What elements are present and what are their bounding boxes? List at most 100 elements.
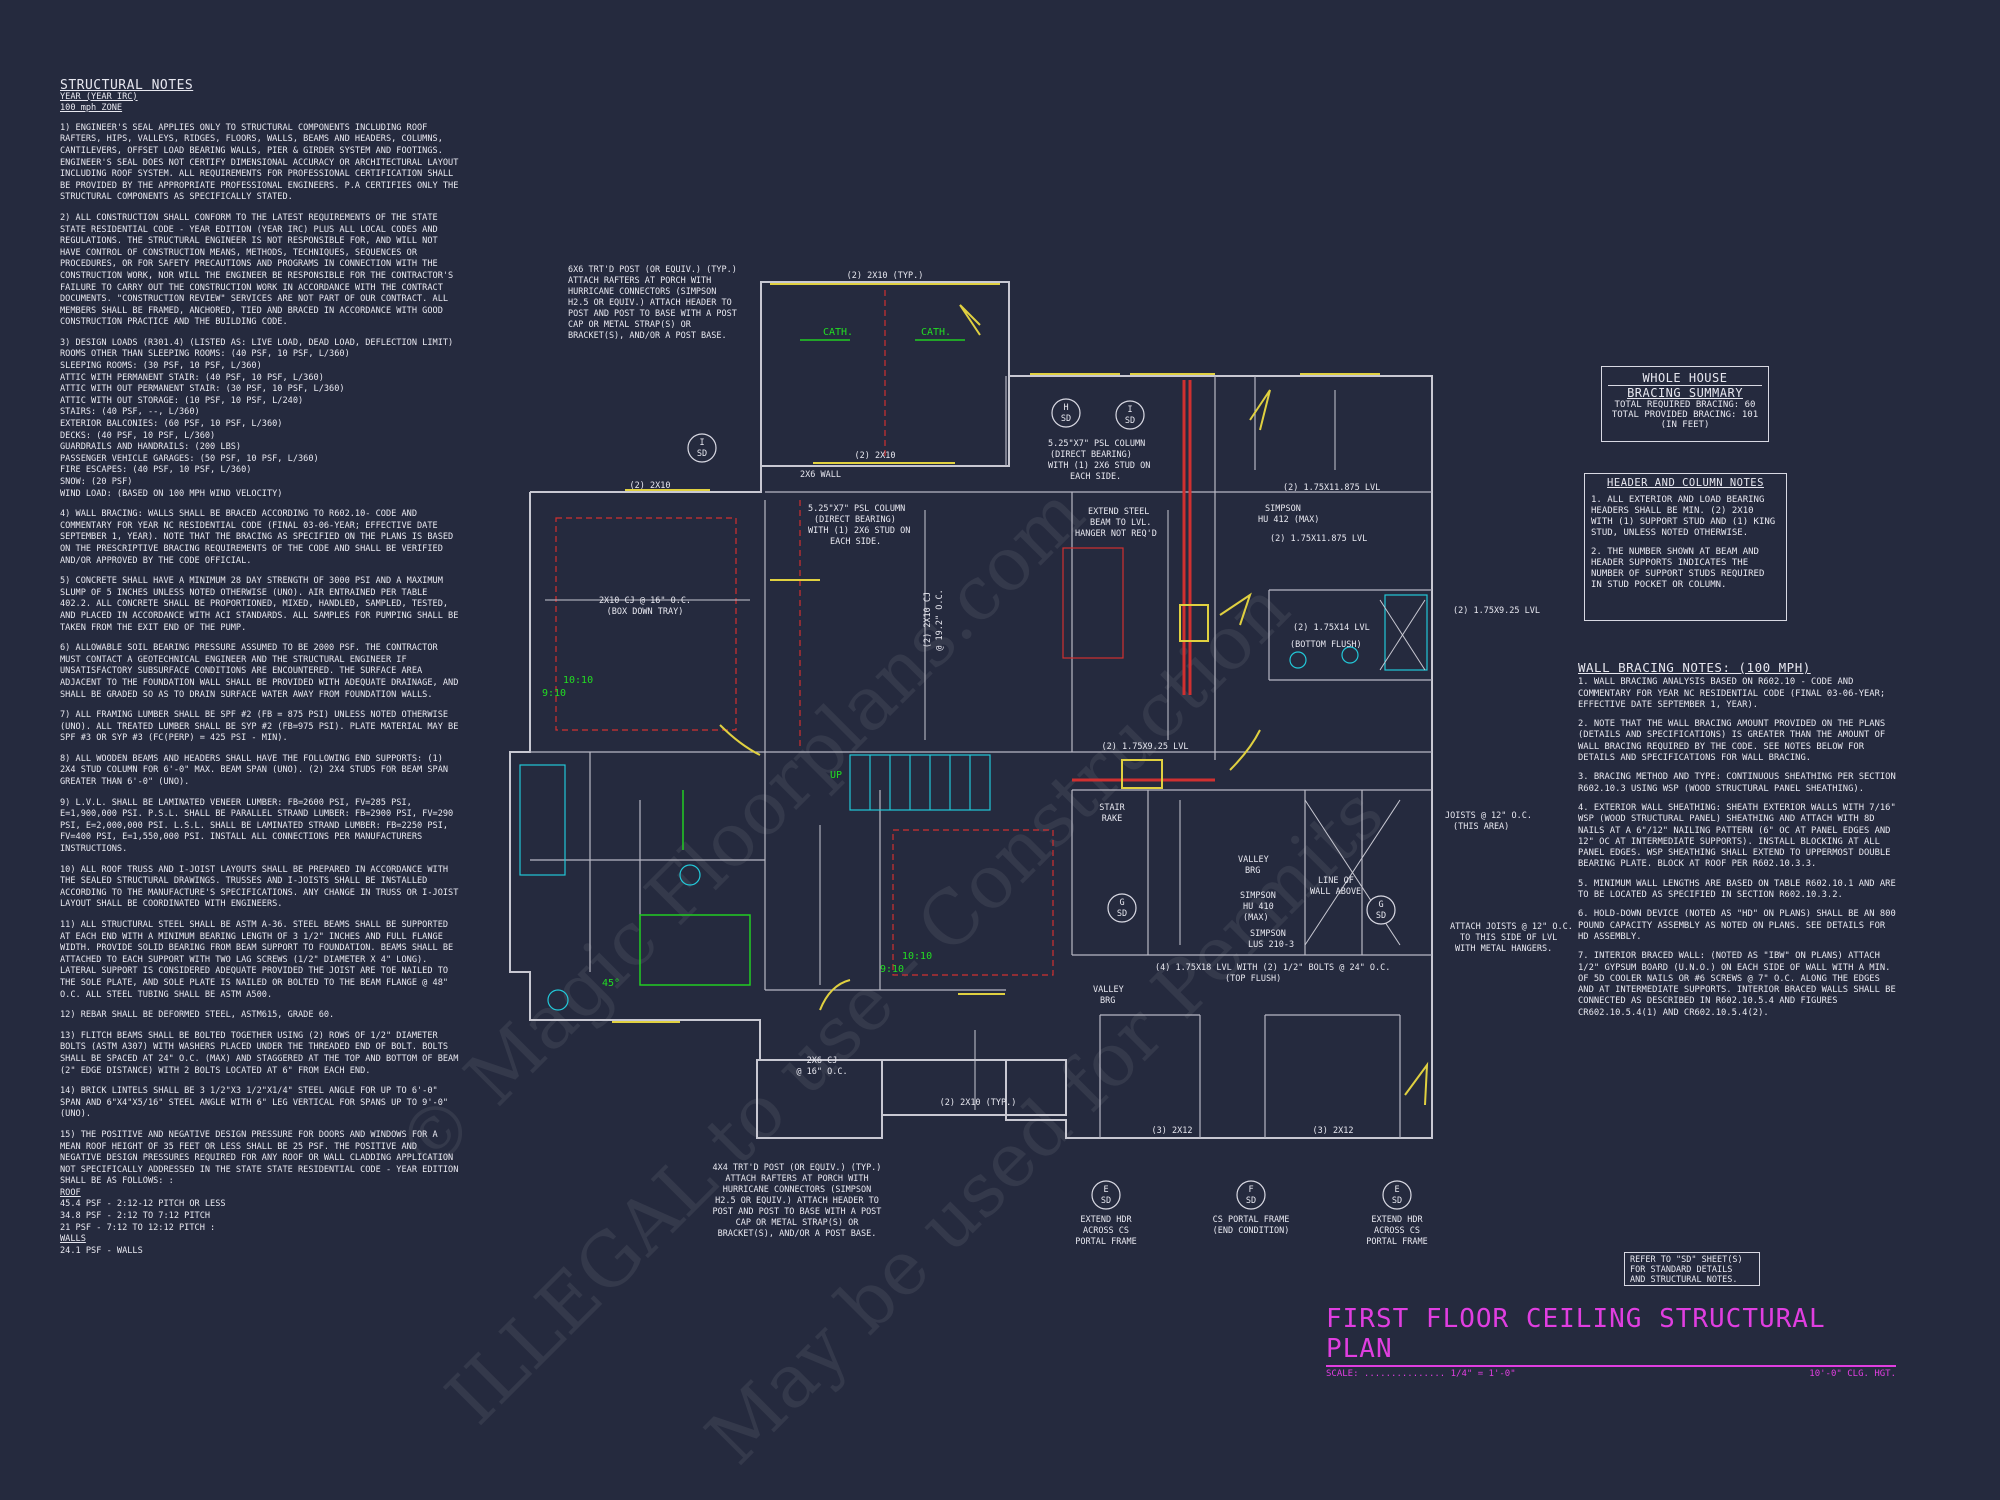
steel-beam-note: HANGER NOT REQ'D <box>1075 529 1157 539</box>
callout-sd: SD <box>1392 1196 1402 1206</box>
stair <box>849 754 991 811</box>
lvl-label: (2) 1.75x9.25 LVL <box>1102 742 1189 752</box>
structural-notes-title: STRUCTURAL NOTES <box>60 78 194 93</box>
ratio-label: 10:10 <box>902 951 932 962</box>
porch-post-note: 6x6 TRT'D POST (OR EQUIV.) (TYP.) <box>568 265 737 275</box>
psl-column-note: EACH SIDE. <box>830 537 881 547</box>
note-2: 2) ALL CONSTRUCTION SHALL CONFORM TO THE… <box>60 212 454 328</box>
simpson-note: SIMPSON <box>1250 929 1286 939</box>
cj-label: (BOX DOWN TRAY) <box>607 607 684 617</box>
closet-outline <box>639 914 751 986</box>
cj-label: @ 16" O.C. <box>796 1067 847 1077</box>
lvl-label: (2) 1.75x14 LVL <box>1293 623 1370 633</box>
toilet <box>1341 646 1359 664</box>
callout-letter: E <box>1103 1185 1108 1195</box>
note-3-line: SLEEPING ROOMS: (30 PSF, 10 PSF, L/360) <box>60 361 262 372</box>
psl-column-note: 5.25"x7" PSL COLUMN <box>808 504 905 514</box>
steel-beam-note: EXTEND STEEL <box>1088 507 1149 517</box>
header-label: (2) 2x10 <box>630 481 671 491</box>
note-5: 5) CONCRETE SHALL HAVE A MINIMUM 28 DAY … <box>60 576 459 633</box>
plan-title-block: FIRST FLOOR CEILING STRUCTURAL PLAN SCAL… <box>1326 1304 1896 1379</box>
door-swing <box>719 724 761 756</box>
wall-bracing-notes-title: WALL BRACING NOTES: (100 MPH) <box>1578 660 1811 675</box>
wall-bracing-note-7: 7. INTERIOR BRACED WALL: (NOTED AS "IBW"… <box>1578 951 1896 1018</box>
portal-note: PORTAL FRAME <box>1075 1237 1136 1247</box>
callout-circle <box>1091 1180 1121 1210</box>
callout-letter: H <box>1063 403 1068 413</box>
portal-note: EXTEND HDR <box>1371 1215 1423 1225</box>
wall-bracing-note-3: 3. BRACING METHOD AND TYPE: CONTINUOUS S… <box>1578 772 1896 794</box>
callout-circle <box>1115 400 1145 430</box>
callout-letter: G <box>1119 898 1124 908</box>
line-wall-label: LINE OF <box>1318 876 1354 886</box>
tray-ceiling-2 <box>892 829 1054 976</box>
portal-note: ACROSS CS <box>1374 1226 1420 1236</box>
joist-x <box>1379 599 1426 671</box>
wall-bracing-note-6: 6. HOLD-DOWN DEVICE (NOTED AS "HD" ON PL… <box>1578 909 1896 942</box>
cj-label: 2x10 CJ @ 16" O.C. <box>599 596 691 606</box>
callout-sd: SD <box>1246 1196 1256 1206</box>
porch-post-note: HURRICANE CONNECTORS (SIMPSON <box>723 1185 871 1195</box>
porch-post-note: CAP OR METAL STRAP(S) OR <box>568 320 692 330</box>
bracing-summary-box: WHOLE HOUSE BRACING SUMMARY TOTAL REQUIR… <box>1601 366 1769 442</box>
sink <box>1289 651 1307 669</box>
cath-label: CATH. <box>921 327 951 338</box>
lvl-label: (2) 1.75x11.875 LVL <box>1283 483 1380 493</box>
kitchen-island <box>1062 547 1124 659</box>
door-swing <box>959 304 981 336</box>
note-3-line: 3) DESIGN LOADS (R301.4) (LISTED AS: LIV… <box>60 337 454 348</box>
steel-beam-note: BEAM TO LVL. <box>1090 518 1151 528</box>
note-9: 9) L.V.L. SHALL BE LAMINATED VENEER LUMB… <box>60 797 454 855</box>
porch-post-note: BRACKET(S), AND/OR A POST BASE. <box>568 331 727 341</box>
note-7: 7) ALL FRAMING LUMBER SHALL BE SPF #2 (F… <box>60 710 459 744</box>
note-3-line: DECKS: (40 PSF, 10 PSF, L/360) <box>60 430 216 441</box>
callout-sd: SD <box>697 449 707 459</box>
note-10: 10) ALL ROOF TRUSS AND I-JOIST LAYOUTS S… <box>60 864 459 910</box>
door-swing <box>1219 592 1252 626</box>
attach-joists-note: ATTACH JOISTS @ 12" O.C. <box>1450 922 1573 932</box>
valley-label: VALLEY <box>1238 855 1269 865</box>
joists-note: JOISTS @ 12" O.C. <box>1445 811 1532 821</box>
stair-rake-label: STAIR <box>1099 803 1125 813</box>
lvl-label: (2) 1.75x9.25 LVL <box>1453 606 1540 616</box>
callout-circle <box>687 433 717 463</box>
attach-joists-note: TO THIS SIDE OF LVL <box>1460 933 1557 943</box>
callout-circle <box>1366 895 1396 925</box>
psl-column-note: 5.25"x7" PSL COLUMN <box>1048 439 1145 449</box>
psl-column-note: WITH (1) 2x6 STUD ON <box>808 526 910 536</box>
roof-line: 34.8 PSF - 2:12 TO 7:12 PITCH <box>60 1211 211 1222</box>
header-column-notes-title: HEADER AND COLUMN NOTES <box>1607 477 1764 489</box>
callout-sd: SD <box>1061 414 1071 424</box>
callout-sd: SD <box>1125 416 1135 426</box>
wall-bracing-note-5: 5. MINIMUM WALL LENGTHS ARE BASED ON TAB… <box>1578 878 1896 901</box>
shower-2 <box>1384 594 1428 671</box>
callout-letter: F <box>1248 1185 1253 1195</box>
plan-title: FIRST FLOOR CEILING STRUCTURAL PLAN <box>1326 1304 1896 1367</box>
bracing-summary-title-2: BRACING SUMMARY <box>1627 386 1743 400</box>
joist-x <box>1304 799 1401 946</box>
header-label: (3) 2x12 <box>1313 1126 1354 1136</box>
plan-text-labels: I SD H SD I SD G SD G SD E SD F SD E SD … <box>542 265 1573 1247</box>
ratio-label: 9:10 <box>880 964 904 975</box>
roof-label: ROOF <box>60 1187 81 1198</box>
cj-label: (2) 2x10 CJ <box>923 592 933 648</box>
toilet <box>679 864 701 886</box>
cath-label: CATH. <box>823 327 853 338</box>
plan-scale: SCALE: ............... 1/4" = 1'-0" <box>1326 1369 1516 1379</box>
porch-post-note: HURRICANE CONNECTORS (SIMPSON <box>568 287 716 297</box>
bracing-required: TOTAL REQUIRED BRACING: 60 <box>1614 400 1756 410</box>
header-label: (3) 2x12 <box>1152 1126 1193 1136</box>
psl-column-note: EACH SIDE. <box>1070 472 1121 482</box>
wall-label: 2x6 WALL <box>800 470 841 480</box>
note-4: 4) WALL BRACING: WALLS SHALL BE BRACED A… <box>60 509 454 566</box>
stair-up-label: UP <box>830 770 842 781</box>
note-14: 14) BRICK LINTELS SHALL BE 3 1/2"x3 1/2"… <box>60 1086 449 1120</box>
note-3-line: ATTIC WITH PERMANENT STAIR: (40 PSF, 10 … <box>60 372 324 383</box>
cj-label: @ 19.2" O.C. <box>935 589 945 650</box>
notes-subtitle-year: YEAR (YEAR IRC) <box>60 91 138 102</box>
porch-post-note: CAP OR METAL STRAP(S) OR <box>736 1218 860 1228</box>
note-6: 6) ALLOWABLE SOIL BEARING PRESSURE ASSUM… <box>60 643 459 700</box>
walls-line: 24.1 PSF - WALLS <box>60 1245 143 1256</box>
wall-bracing-note-2: 2. NOTE THAT THE WALL BRACING AMOUNT PRO… <box>1578 719 1886 764</box>
